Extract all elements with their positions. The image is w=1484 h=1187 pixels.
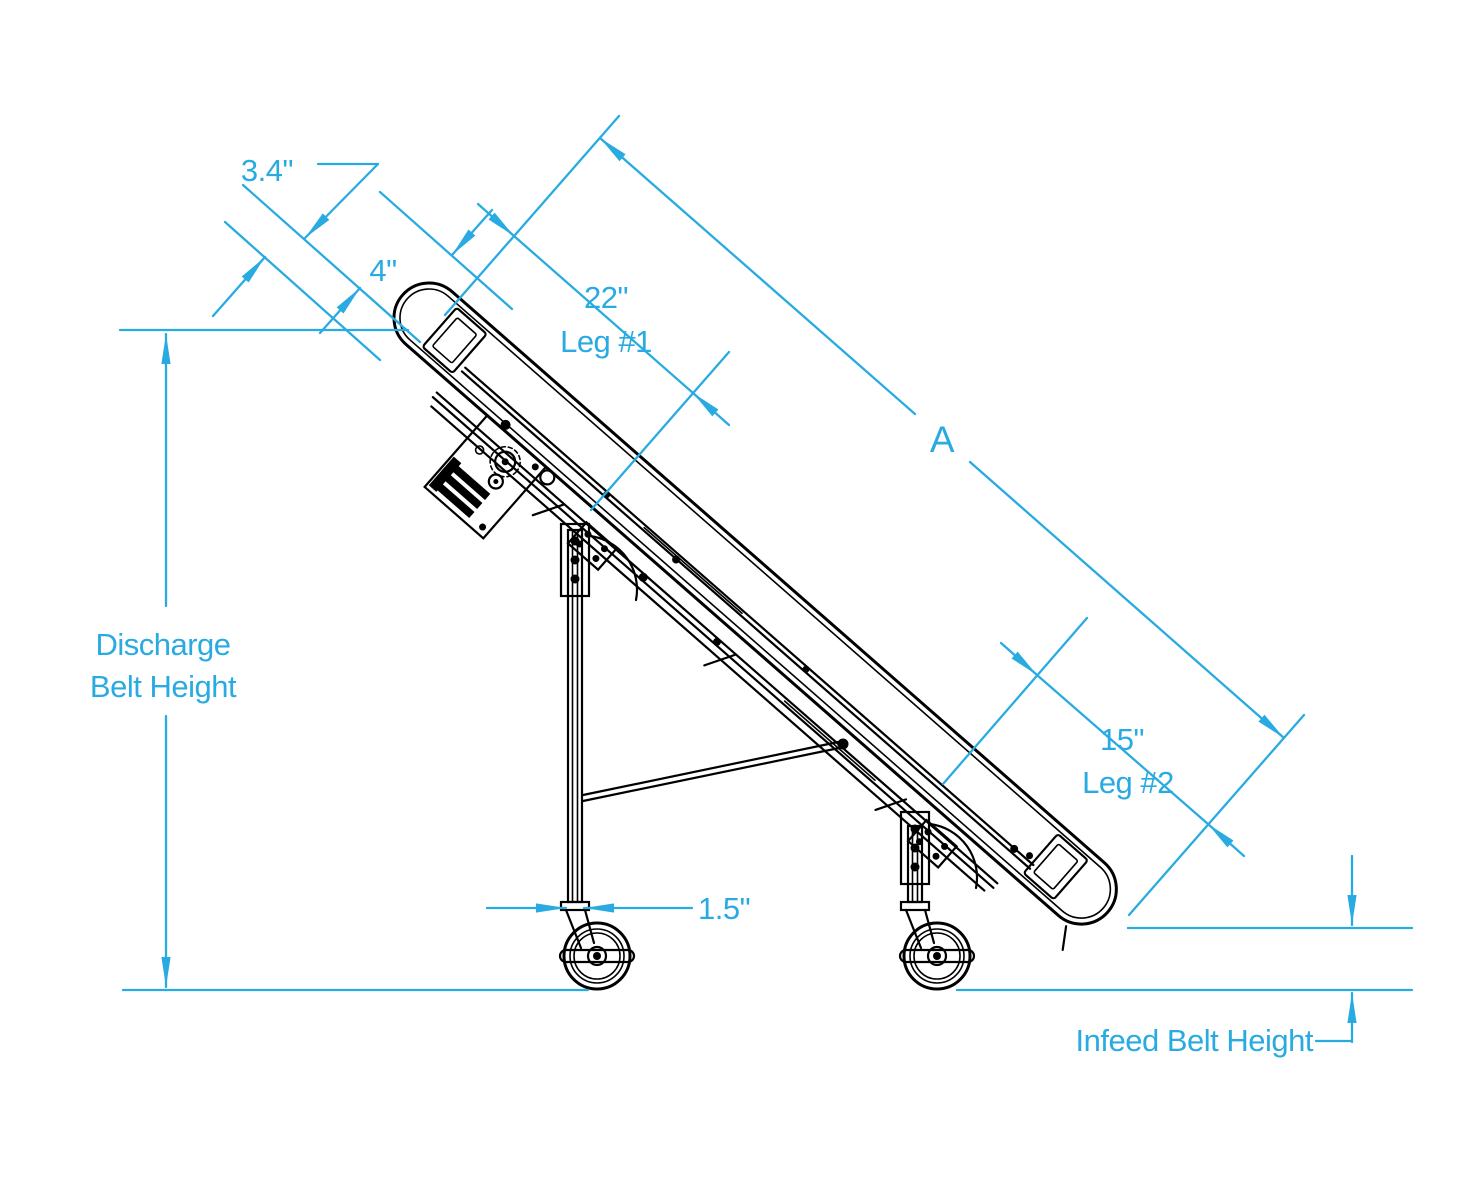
leg2-name-label: Leg #2 <box>1082 765 1174 800</box>
leg2-extension <box>941 616 1089 786</box>
conveyor-frame <box>392 281 1118 951</box>
dimension-layer: 3.4" 4" 22" Leg #1 A <box>90 114 1414 1058</box>
leg2-bracket <box>906 818 959 869</box>
dim-3-4-label: 3.4" <box>241 153 293 188</box>
belt-outline <box>392 281 1118 926</box>
discharge-end-extension <box>443 114 621 317</box>
dim-22-label: 22" <box>584 280 628 315</box>
leg1-bracket <box>566 520 619 572</box>
dim-15-label: 15" <box>1100 722 1144 757</box>
caster-2 <box>898 900 976 991</box>
discharge-height-label-2: Belt Height <box>90 669 237 704</box>
leg1-name-label: Leg #1 <box>560 324 652 359</box>
leg2-adjust-slot <box>928 822 979 890</box>
station-extension-lines <box>443 114 1306 917</box>
dimension-1-5: 1.5" <box>485 891 751 926</box>
discharge-crossbar <box>422 307 487 373</box>
infeed-crossbar <box>1023 834 1088 900</box>
dim-A-label: A <box>930 419 955 460</box>
offset-extension-lines <box>223 183 514 362</box>
drive-assembly <box>423 413 548 540</box>
belt-inner <box>399 288 1112 919</box>
dim-4-label: 4" <box>369 253 396 288</box>
caster-1 <box>558 900 636 991</box>
infeed-height-label: Infeed Belt Height <box>1076 1023 1314 1058</box>
conveyor-assembly <box>392 281 1118 991</box>
dimension-3-4: 3.4" <box>211 153 380 318</box>
leg1-clamp <box>559 522 591 598</box>
dim-1-5-label: 1.5" <box>698 891 750 926</box>
dimension-A: A <box>598 136 1286 740</box>
leg-1 <box>558 522 639 991</box>
discharge-height-label-1: Discharge <box>95 627 230 662</box>
dimension-15-leg2: 15" Leg #2 <box>999 641 1246 858</box>
dimension-4: 4" <box>318 208 494 335</box>
dimension-discharge-height: Discharge Belt Height <box>90 328 410 989</box>
infeed-end-extension <box>1127 713 1306 917</box>
dimension-22-leg1: 22" Leg #1 <box>476 202 731 427</box>
dimension-infeed-height: Infeed Belt Height <box>1076 854 1414 1058</box>
cross-brace <box>581 738 849 803</box>
leg1-extension <box>589 350 731 512</box>
